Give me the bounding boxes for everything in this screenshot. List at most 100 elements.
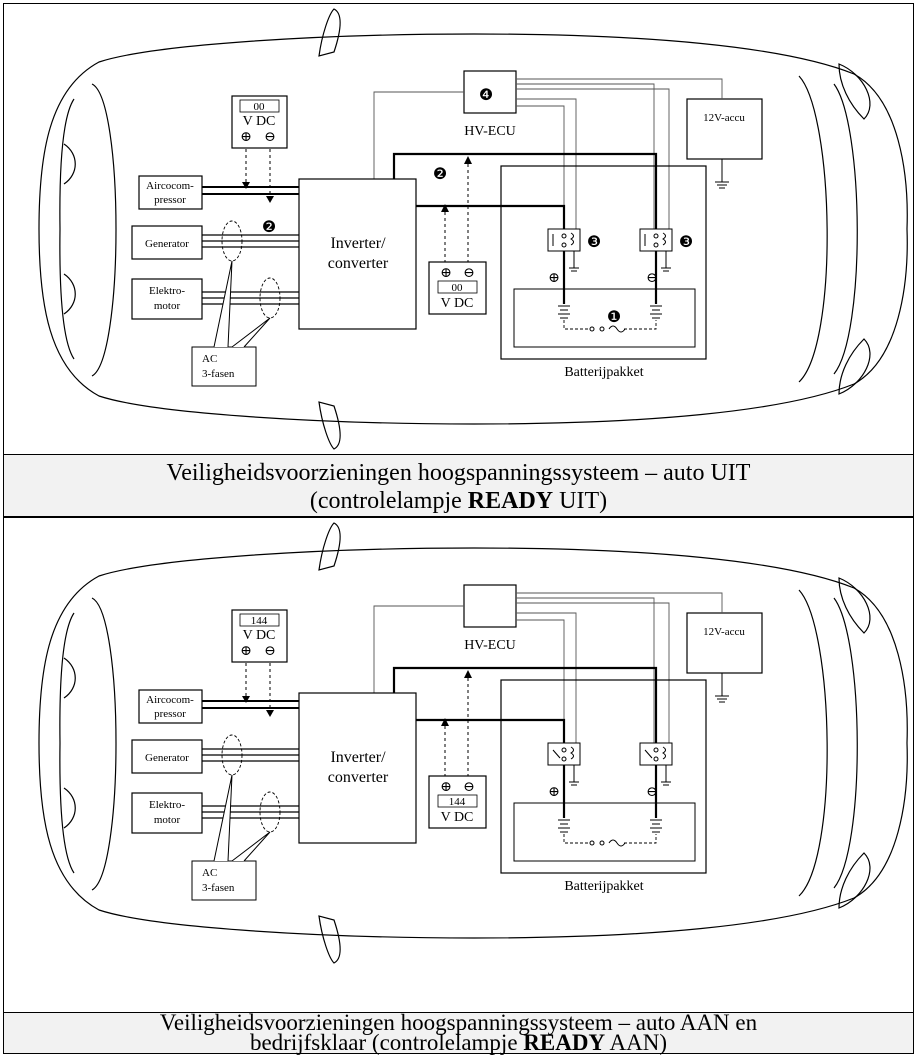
voltmeter-center-plus: ⊕ — [440, 780, 452, 795]
aircompressor-label-2: pressor — [154, 194, 186, 206]
ground-symbol — [715, 673, 729, 703]
ac-callout — [191, 774, 271, 901]
generator-box — [131, 225, 203, 260]
caption-on-line-2: bedrijfsklaar (controlelampje READY AAN) — [4, 1030, 913, 1055]
marker-1: ❶ — [607, 309, 621, 326]
diagram-panel-off: ❹ HV-ECU 12V-accu 00 V DC ⊕ ⊖ Aircocom- … — [3, 3, 914, 455]
battery-terminals — [562, 765, 658, 818]
cable-highlight-circles — [221, 220, 281, 319]
elektromotor-label-2: motor — [154, 300, 181, 312]
battery-terminals — [562, 251, 658, 304]
battery-cells-box — [513, 288, 696, 348]
voltmeter-left-probes — [245, 149, 271, 196]
voltmeter-center-unit: V DC — [441, 810, 474, 825]
caption-on-post: AAN) — [605, 1030, 668, 1055]
voltmeter-left: 144 V DC ⊕ ⊖ — [231, 609, 288, 663]
car-diagram-on: HV-ECU 12V-accu 144 V DC ⊕ ⊖ Aircocom- p… — [38, 522, 908, 964]
generator-box — [131, 739, 203, 774]
voltmeter-center-plus: ⊕ — [440, 266, 452, 281]
battery-pack-box — [500, 165, 707, 360]
diagram-panel-on: HV-ECU 12V-accu 144 V DC ⊕ ⊖ Aircocom- p… — [3, 517, 914, 1013]
probe-arrow — [266, 196, 274, 203]
caption-on-ready: READY — [523, 1030, 606, 1055]
caption-on-pre: bedrijfsklaar (controlelampje — [249, 1030, 524, 1055]
car-outline — [38, 8, 908, 450]
hv-ecu-label: HV-ECU — [464, 638, 516, 653]
battery-label: Batterijpakket — [564, 365, 643, 380]
voltmeter-left-probes — [245, 663, 271, 710]
voltmeter-center-reading: 00 — [452, 282, 464, 294]
elektromotor-box — [131, 278, 203, 320]
voltmeter-left-reading: 00 — [254, 101, 266, 113]
caption-on: Veiligheidsvoorzieningen hoogspanningssy… — [3, 1010, 914, 1055]
voltmeter-center-unit: V DC — [441, 296, 474, 311]
battery-plus: ⊕ — [548, 271, 560, 286]
battery-minus: ⊖ — [646, 785, 658, 800]
aircompressor-label-2: pressor — [154, 708, 186, 720]
voltmeter-center-minus: ⊖ — [463, 780, 475, 795]
inverter-label-2: converter — [328, 769, 389, 786]
voltmeter-left-plus: ⊕ — [240, 130, 252, 145]
ac-label-2: 3-fasen — [202, 368, 235, 380]
voltmeter-center-minus: ⊖ — [463, 266, 475, 281]
inverter-label-2: converter — [328, 255, 389, 272]
relay-right — [639, 228, 673, 252]
caption-off-post: UIT) — [553, 488, 608, 514]
probe-arrow — [242, 696, 250, 703]
battery-label: Batterijpakket — [564, 879, 643, 894]
inverter-label-1: Inverter/ — [330, 749, 386, 766]
elektromotor-label-1: Elektro- — [149, 799, 185, 811]
caption-on-line-1: Veiligheidsvoorzieningen hoogspanningssy… — [159, 1010, 758, 1035]
relay-right — [639, 742, 673, 766]
probe-arrow — [441, 204, 449, 212]
inverter-box — [298, 178, 417, 330]
relay-grounds — [569, 765, 671, 786]
relay-left — [547, 228, 581, 252]
caption-off-line-2: (controlelampje READY UIT) — [4, 487, 913, 515]
ac-label-2: 3-fasen — [202, 882, 235, 894]
hv-ecu-box — [463, 70, 517, 114]
hv-wiring — [202, 152, 658, 305]
ac-label-1: AC — [202, 867, 217, 879]
battery-pack-box — [500, 679, 707, 874]
marker-2-left: ❷ — [262, 219, 276, 236]
voltmeter-left: 00 V DC ⊕ ⊖ — [231, 95, 288, 149]
caption-off-pre: (controlelampje — [309, 488, 468, 514]
voltmeter-left-minus: ⊖ — [264, 644, 276, 659]
aircompressor-label-1: Aircocom- — [146, 180, 194, 192]
voltmeter-center-probes — [444, 678, 469, 776]
inverter-label-1: Inverter/ — [330, 235, 386, 252]
ground-symbol — [715, 159, 729, 189]
ecu-signal-lines — [373, 592, 723, 758]
battery-cells — [558, 305, 662, 319]
ac-callout — [191, 260, 271, 387]
generator-label: Generator — [145, 752, 189, 764]
accu-box — [686, 98, 763, 160]
elektromotor-label-2: motor — [154, 814, 181, 826]
hv-ecu-label: HV-ECU — [464, 124, 516, 139]
probe-arrow — [441, 718, 449, 726]
aircompressor-box — [138, 689, 203, 724]
probe-arrow — [464, 156, 472, 164]
voltmeter-left-unit: V DC — [243, 628, 276, 643]
voltmeter-left-unit: V DC — [243, 114, 276, 129]
inverter-box — [298, 692, 417, 844]
aircompressor-label-1: Aircocom- — [146, 694, 194, 706]
car-outline — [38, 522, 908, 964]
voltmeter-left-plus: ⊕ — [240, 644, 252, 659]
probe-arrow — [266, 710, 274, 717]
aircompressor-box — [138, 175, 203, 210]
accu-label: 12V-accu — [703, 112, 745, 124]
hv-ecu-box — [463, 584, 517, 628]
battery-cells — [558, 819, 662, 833]
ecu-signal-lines — [373, 78, 723, 244]
voltmeter-left-reading: 144 — [251, 615, 268, 627]
marker-2-right: ❷ — [433, 166, 447, 183]
voltmeter-center: ⊕ ⊖ 00 V DC — [428, 261, 487, 315]
battery-cells-box — [513, 802, 696, 862]
battery-minus: ⊖ — [646, 271, 658, 286]
voltmeter-center: ⊕ ⊖ 144 V DC — [428, 775, 487, 829]
probe-arrow — [464, 670, 472, 678]
service-plug-fuse — [589, 325, 626, 333]
caption-off-ready: READY — [467, 488, 554, 514]
